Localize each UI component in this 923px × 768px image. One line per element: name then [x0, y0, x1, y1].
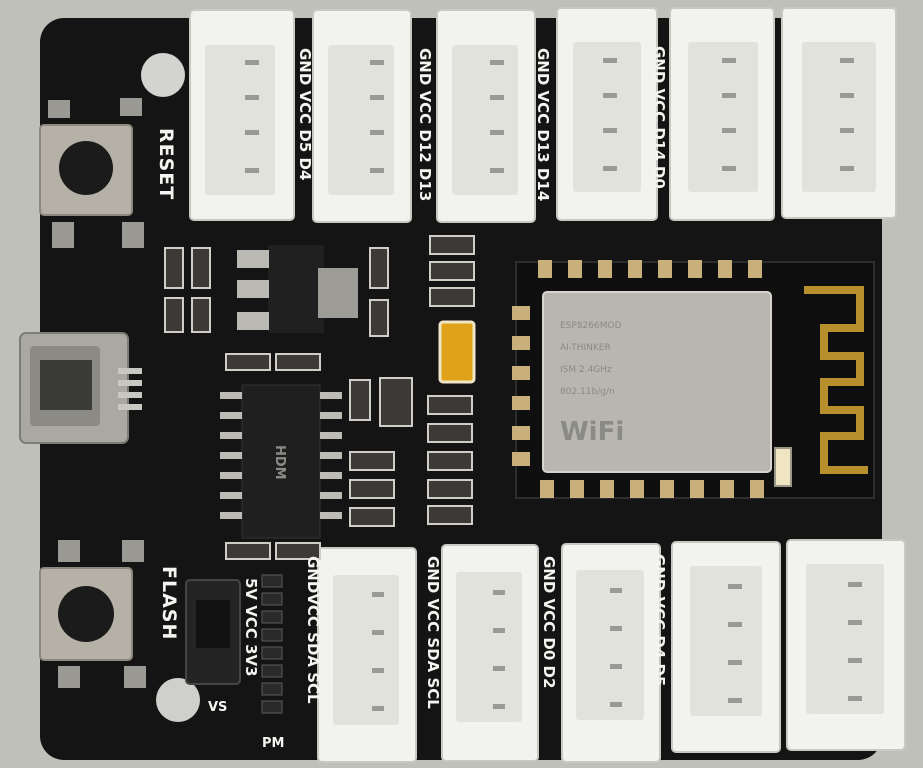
serial-chip — [220, 384, 342, 539]
power-select-label: 5V VCC 3V3 — [242, 578, 260, 677]
bottom-pin-label-4: GND VCC D4 D5 — [650, 554, 668, 687]
reset-button[interactable] — [39, 98, 144, 248]
voltage-regulator — [237, 245, 358, 333]
pm-label: PM — [262, 736, 285, 751]
bottom-pin-label-2: GND VCC SDA SCL — [424, 556, 442, 709]
module-text-4: 802.11b/g/n — [560, 387, 615, 397]
pcb-antenna — [804, 286, 868, 474]
bottom-connector-slots — [333, 564, 884, 725]
top-pin-label-1: GND VCC D5 D4 — [296, 48, 314, 181]
bottom-pin-label-1: GNDVCC SDA SCL — [304, 556, 322, 704]
chip-marking: HDM — [272, 445, 287, 480]
module-text-1: ESP8266MOD — [560, 321, 622, 331]
top-connector-pins — [245, 58, 854, 173]
module-text-5: WiFi — [560, 417, 624, 447]
module-pads — [512, 260, 764, 498]
top-connector-slots — [205, 42, 876, 195]
micro-usb-port[interactable] — [19, 332, 142, 444]
bottom-pin-label-3: GND VCC D0 D2 — [540, 556, 558, 689]
mounting-hole-top — [141, 53, 185, 97]
status-led — [774, 447, 792, 487]
capacitor — [438, 320, 476, 384]
flash-label: FLASH — [158, 566, 180, 641]
reset-label: RESET — [155, 128, 177, 201]
top-pin-label-3: GND VCC D13 D14 — [534, 48, 552, 202]
top-pin-label-2: GND VCC D12 D13 — [416, 48, 434, 202]
module-text-3: ISM 2.4GHz — [560, 365, 612, 375]
passive-components — [164, 235, 475, 560]
flash-button[interactable] — [39, 540, 146, 688]
module-text-2: AI-THINKER — [560, 343, 611, 353]
top-pin-label-4: GND VCC D14 D0 — [650, 46, 668, 189]
mounting-hole-bottom — [156, 678, 200, 722]
power-select-switch[interactable] — [185, 579, 241, 685]
esp8266-module — [512, 260, 875, 499]
bottom-connector-pins — [372, 582, 862, 711]
rf-shield — [542, 291, 772, 473]
pin-header — [261, 574, 283, 714]
module-engraving: ESP8266MOD AI-THINKER ISM 2.4GHz 802.11b… — [560, 321, 624, 447]
vs-label: VS — [208, 700, 228, 715]
